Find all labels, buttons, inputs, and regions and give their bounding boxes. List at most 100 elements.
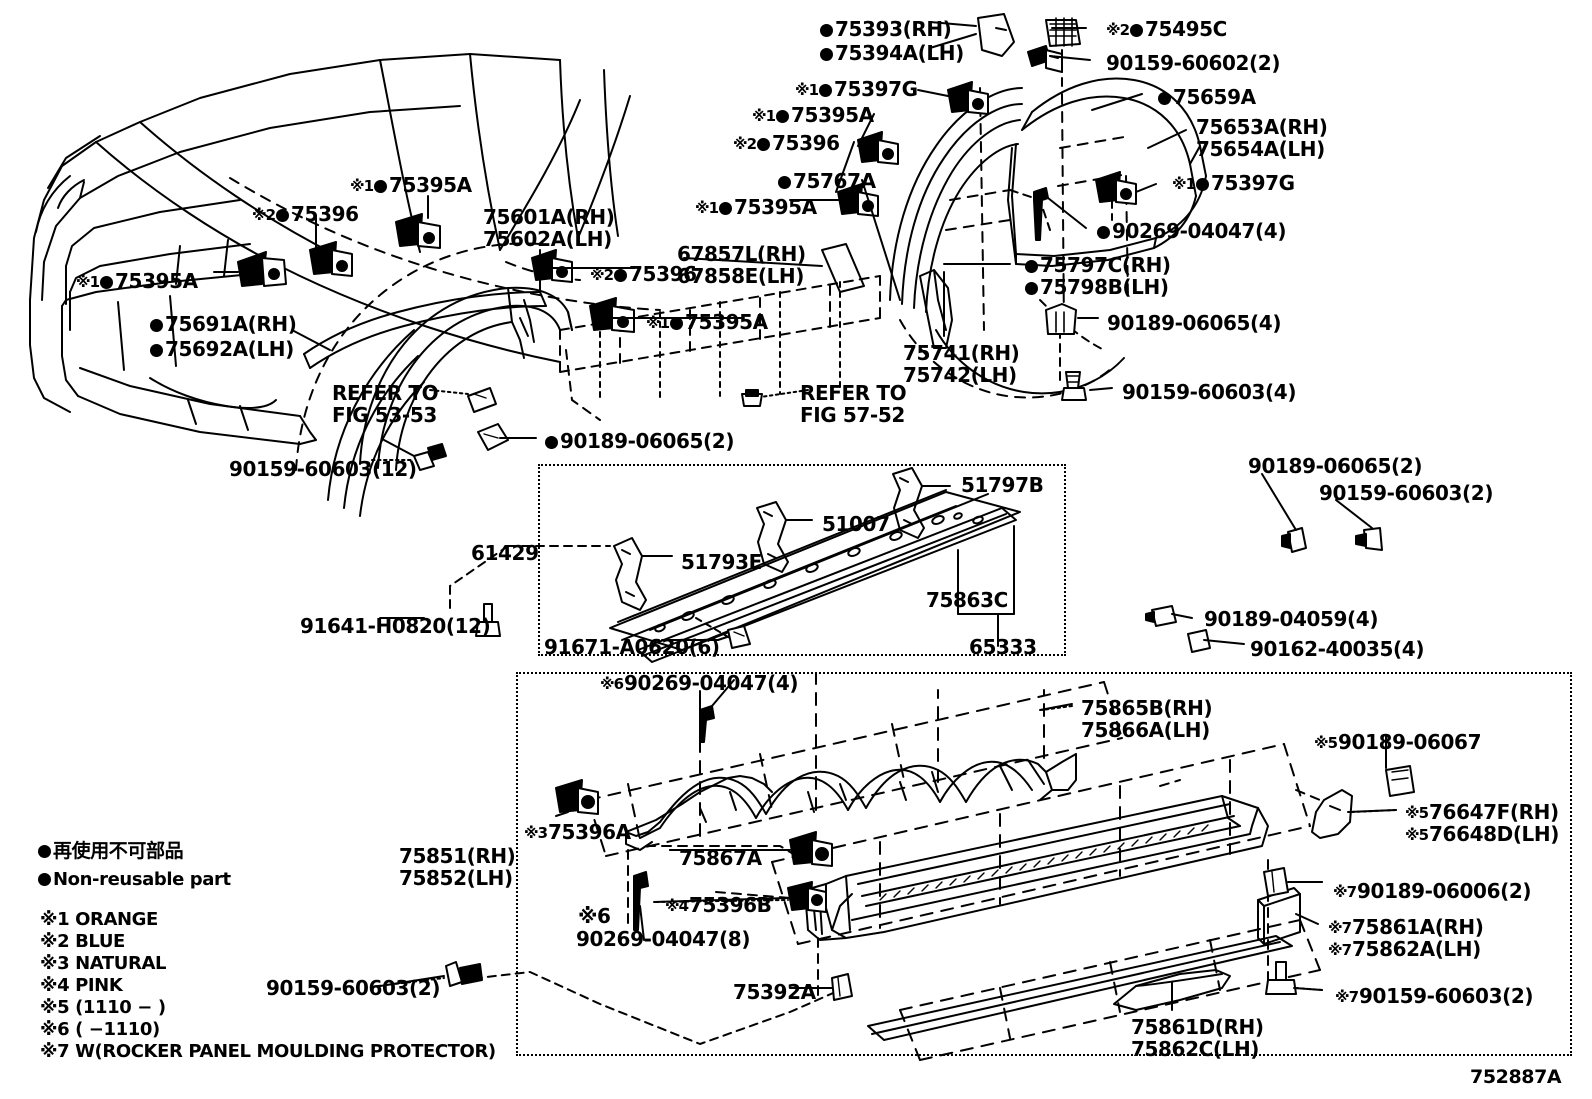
legend-note-2: ※2 BLUE — [40, 931, 125, 952]
part-number-text: 90189-04059(4) — [1204, 607, 1379, 631]
part-number-text: 75862A(LH) — [1352, 937, 1481, 961]
nonreusable-dot-icon — [100, 276, 114, 289]
note-mark-icon: ※1 — [1172, 175, 1196, 193]
box-sill-reinforcement — [538, 464, 1066, 656]
nonreusable-dot-icon — [276, 209, 290, 222]
part-label-75852lh: 75852(LH) — [399, 867, 513, 889]
part-label-90159606034: 90159-60603(4) — [1122, 381, 1296, 403]
note-mark-icon: ※7 — [1328, 919, 1352, 937]
nonreusable-dot-icon — [1025, 260, 1038, 273]
box2-contents — [459, 673, 1353, 1061]
part-label-90269040478: 90269-04047(8) — [576, 928, 750, 950]
legend-note-5: ※5 (1110 − ) — [40, 997, 166, 1018]
part-label-90159606032: 90159-60603(2) — [266, 977, 440, 999]
nonreusable-dot-icon — [545, 436, 558, 449]
part-number-text: 75866A(LH) — [1081, 718, 1210, 742]
part-number-text: 51793E — [681, 550, 762, 574]
part-number-text: 90189-06065(2) — [560, 429, 735, 453]
note-mark-icon: ※1 — [695, 199, 719, 217]
note-mark-icon: ※1 — [752, 107, 776, 125]
note-mark-icon: ※1 — [795, 81, 819, 99]
part-label-51007: 51007 — [822, 513, 890, 535]
nonreusable-dot-icon — [374, 180, 388, 193]
part-number-text: 75851(RH) — [399, 844, 516, 868]
part-label-90159606032: ※790159-60603(2) — [1335, 985, 1533, 1008]
nonreusable-dot-icon — [719, 202, 733, 215]
nonreusable-dot-icon — [38, 845, 51, 858]
part-number-text: 75659A — [1173, 85, 1256, 109]
part-number-text: 90159-60602(2) — [1106, 51, 1281, 75]
part-67857L-bracket — [821, 243, 865, 293]
part-number-text: 75397G — [834, 77, 918, 101]
part-number-text: 51797B — [961, 473, 1044, 497]
part-label-75396: ※2 75396 — [590, 263, 697, 286]
note-mark-icon: ※5 — [1314, 734, 1338, 752]
note-mark-icon: ※5 — [1405, 804, 1429, 822]
part-label-75797crh: 75797C(RH) — [1025, 254, 1171, 276]
nonreusable-dot-icon — [820, 24, 833, 37]
note-mark-icon: ※1 — [646, 314, 670, 332]
part-75741-panel — [919, 269, 953, 349]
note-mark-icon: ※2 — [733, 135, 757, 153]
part-number-text: 75863C — [926, 588, 1008, 612]
part-number-text: 75861D(RH) — [1131, 1015, 1264, 1039]
part-label-90189040594: 90189-04059(4) — [1204, 608, 1378, 630]
part-label-75861arh: ※775861A(RH) — [1328, 916, 1484, 939]
part-label-75659a: 75659A — [1158, 86, 1256, 108]
part-label-90269040474: ※690269-04047(4) — [600, 672, 798, 695]
part-label-75767a: 75767A — [778, 170, 876, 192]
nonreusable-dot-icon — [778, 176, 791, 189]
part-label-67857lrh: 67857L(RH) — [677, 243, 806, 265]
part-number-text: 75396 — [629, 262, 697, 286]
note-mark-icon: ※7 — [1335, 988, 1359, 1006]
part-number-text: 90162-40035(4) — [1250, 637, 1425, 661]
note-mark-icon: ※6 — [600, 675, 624, 693]
part-label-90189060652: 90189-06065(2) — [545, 430, 734, 452]
rear-wheel-flare-outline — [889, 87, 1023, 313]
part-label-75742lh: 75742(LH) — [903, 364, 1017, 386]
box-rocker-panel-moulding — [516, 672, 1572, 1056]
vehicle-body-outline — [29, 53, 631, 445]
note-mark-icon: ※4 — [665, 897, 689, 915]
nonreusable-dot-icon — [1130, 24, 1144, 37]
part-number-text: 75395A — [734, 195, 817, 219]
legend-note-6: ※6 ( −1110) — [40, 1019, 160, 1040]
part-label-75865brh: 75865B(RH) — [1081, 697, 1213, 719]
part-label-90189060652: 90189-06065(2) — [1248, 455, 1422, 477]
part-label-75798blh: 75798B(LH) — [1025, 276, 1169, 298]
refer-to-block-1: REFER TO FIG 53-53 — [332, 382, 439, 426]
part-number-text: 90159-60603(4) — [1122, 380, 1297, 404]
part-number-text: 75396B — [689, 893, 772, 917]
nonreusable-dot-icon — [820, 48, 833, 61]
legend-note-1: ※1 ORANGE — [40, 909, 158, 930]
part-number-text: 90159-60603(12) — [229, 457, 417, 481]
part-75393-bracket — [977, 13, 1015, 57]
part-label-75862alh: ※775862A(LH) — [1328, 938, 1481, 961]
fastener-icons — [237, 17, 1415, 1001]
part-label-90189060062: ※790189-06006(2) — [1333, 880, 1531, 903]
nonreusable-dot-icon — [757, 138, 771, 151]
part-label-75654alh: 75654A(LH) — [1196, 138, 1325, 160]
note-mark-icon: ※1 — [76, 273, 100, 291]
part-label-91671a06206: 91671-A0620(6) — [544, 636, 720, 658]
refer-to-block-2: REFER TO FIG 57-52 — [800, 381, 907, 426]
part-number-text: 90189-06006(2) — [1357, 879, 1532, 903]
part-label-90162400354: 90162-40035(4) — [1250, 638, 1424, 660]
note-mark-icon: ※5 — [1405, 826, 1429, 844]
part-label-6: ※6 — [578, 905, 611, 927]
nonreusable-dot-icon — [150, 344, 163, 357]
nonreusable-dot-icon — [614, 269, 628, 282]
note-mark-icon: ※2 — [590, 266, 614, 284]
part-number-text: 90269-04047(4) — [624, 671, 799, 695]
part-number-text: 75654A(LH) — [1196, 137, 1325, 161]
part-label-75863c: 75863C — [926, 589, 1008, 611]
nonreusable-dot-icon — [776, 110, 790, 123]
refer-to-line-1b: REFER TO — [800, 381, 907, 405]
part-label-51793e: 51793E — [681, 551, 762, 573]
legend-note-3: ※3 NATURAL — [40, 953, 167, 974]
